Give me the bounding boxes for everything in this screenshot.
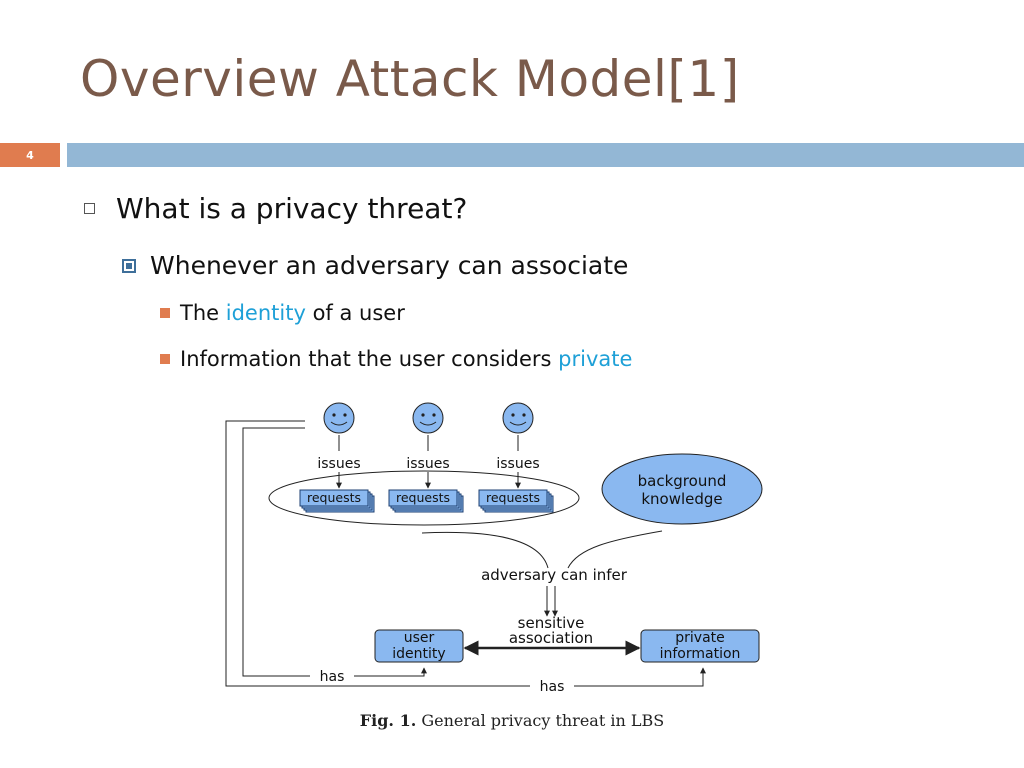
smiley-face-icon <box>323 402 355 434</box>
bullet-text-after: of a user <box>312 301 405 325</box>
requests-label: requests <box>396 490 450 505</box>
user-identity-node: user identity <box>374 629 464 663</box>
bullet-level-3-identity: The identity of a user <box>160 301 405 325</box>
privacy-threat-diagram: issues requests issues requests <box>225 402 763 695</box>
issues-label: issues <box>317 456 360 472</box>
knowledge-to-adversary-curve <box>567 530 663 569</box>
orange-square-bullet-icon <box>160 308 170 318</box>
bullet-level-1: What is a privacy threat? <box>84 192 467 225</box>
background-knowledge-label-2: knowledge <box>641 490 722 508</box>
issues-label: issues <box>406 456 449 472</box>
bullet-text-before: The <box>180 301 220 325</box>
requests-to-adversary-curve <box>421 531 549 569</box>
requests-label: requests <box>307 490 361 505</box>
orange-square-bullet-icon <box>160 354 170 364</box>
has-label-identity: has <box>320 669 345 685</box>
figure-number: Fig. 1. <box>359 711 417 730</box>
bullet-text-before: Information that the user considers <box>180 347 552 371</box>
requests-label: requests <box>486 490 540 505</box>
filled-square-bullet-icon <box>122 258 136 273</box>
background-knowledge-node: background knowledge <box>601 453 763 525</box>
bullet-text: What is a privacy threat? <box>116 192 468 225</box>
user-identity-label-2: identity <box>392 646 445 662</box>
smiley-face-icon <box>412 402 444 434</box>
figure-caption: Fig. 1. General privacy threat in LBS <box>0 711 1024 730</box>
adversary-can-infer-label: adversary can infer <box>481 566 628 584</box>
requests-group-ellipse <box>268 470 580 526</box>
background-knowledge-label-1: background <box>638 472 727 490</box>
bullet-level-2: Whenever an adversary can associate <box>122 251 628 280</box>
issues-label: issues <box>496 456 539 472</box>
private-information-node: private information <box>640 629 760 663</box>
sensitive-label: sensitive <box>518 614 585 632</box>
user-identity-label-1: user <box>404 630 435 646</box>
private-information-label-1: private <box>675 630 725 646</box>
has-identity-path <box>242 427 310 677</box>
has-label-private: has <box>540 679 565 695</box>
title-divider-band <box>67 143 1024 167</box>
hollow-square-bullet-icon <box>84 203 95 214</box>
highlight-private: private <box>558 347 633 371</box>
slide-number: 4 <box>0 143 60 167</box>
user-1: issues requests <box>299 402 375 513</box>
requests-stack: requests <box>478 489 554 513</box>
private-information-label-2: information <box>660 646 741 662</box>
highlight-identity: identity <box>225 301 306 325</box>
association-label: association <box>509 629 593 647</box>
bullet-text: Whenever an adversary can associate <box>150 251 629 280</box>
requests-stack: requests <box>299 489 375 513</box>
smiley-face-icon <box>502 402 534 434</box>
figure-caption-text: General privacy threat in LBS <box>421 711 665 730</box>
user-3: issues requests <box>478 402 554 513</box>
bullet-level-3-private: Information that the user considers priv… <box>160 347 632 371</box>
has-private-path <box>225 420 530 687</box>
slide-title: Overview Attack Model[1] <box>80 50 740 108</box>
requests-stack: requests <box>388 489 464 513</box>
user-2: issues requests <box>388 402 464 513</box>
